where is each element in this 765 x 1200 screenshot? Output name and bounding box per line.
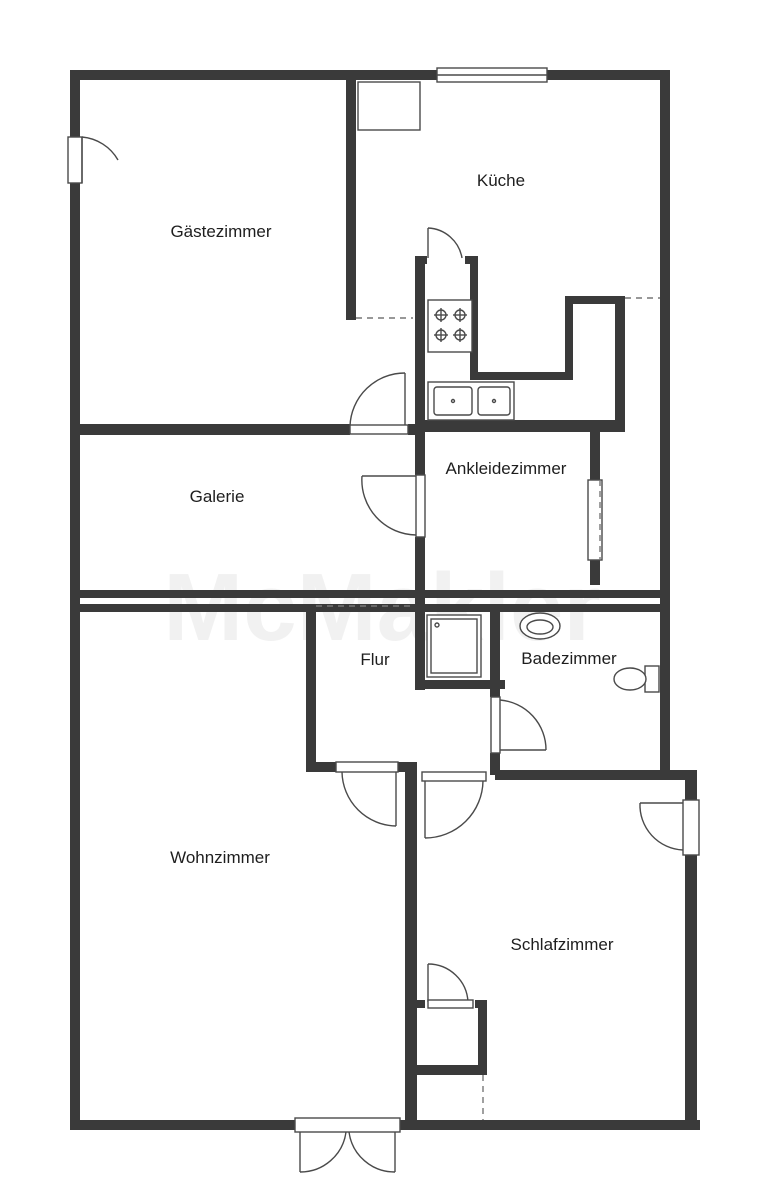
washbasin-icon	[519, 612, 561, 640]
door-icon	[639, 802, 684, 851]
windows	[67, 67, 700, 1133]
doors	[81, 136, 684, 1173]
door-icon	[349, 372, 409, 437]
door-icon	[299, 1131, 396, 1173]
room-labels: Gästezimmer Küche Galerie Ankleidezimmer…	[170, 171, 617, 954]
shower-icon	[426, 614, 482, 678]
dashed-openings	[316, 297, 660, 1120]
door-icon	[488, 696, 547, 754]
room-label-galerie: Galerie	[190, 487, 245, 506]
room-label-gaestezimmer: Gästezimmer	[170, 222, 271, 241]
door-icon	[335, 759, 399, 827]
door-icon	[420, 770, 488, 839]
door-icon	[425, 963, 475, 1011]
bathroom-fixtures	[426, 612, 660, 693]
kitchen-fixtures	[427, 299, 515, 421]
door-icon	[81, 136, 119, 183]
toilet-icon	[613, 665, 660, 693]
room-label-flur: Flur	[360, 650, 390, 669]
door-icon	[427, 227, 465, 265]
room-label-schlafzimmer: Schlafzimmer	[511, 935, 614, 954]
stove-icon	[427, 299, 473, 353]
room-label-kueche: Küche	[477, 171, 525, 190]
room-label-ankleidezimmer: Ankleidezimmer	[446, 459, 567, 478]
door-icon	[361, 474, 427, 538]
room-label-badezimmer: Badezimmer	[521, 649, 617, 668]
sink-icon	[427, 381, 515, 421]
room-label-wohnzimmer: Wohnzimmer	[170, 848, 270, 867]
